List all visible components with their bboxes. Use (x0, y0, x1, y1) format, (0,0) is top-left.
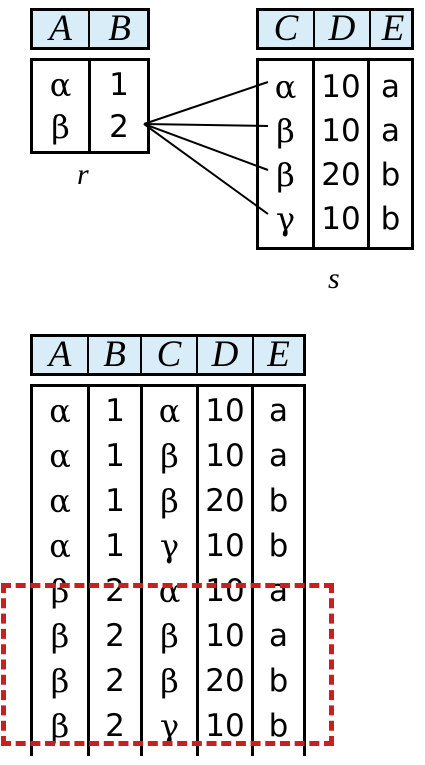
r-cell: α (49, 66, 72, 104)
s-cell: α (274, 68, 297, 106)
s-cell: 10 (321, 201, 361, 237)
product-cell: β (50, 707, 70, 745)
relation-r-header: A B (30, 8, 150, 50)
r-cell: β (51, 108, 70, 146)
product-cell: b (268, 528, 289, 564)
product-cell: a (269, 393, 288, 429)
header-B: B (89, 336, 142, 373)
header-D: D (315, 10, 371, 47)
header-E: E (381, 8, 405, 49)
product-cell: 10 (205, 708, 245, 744)
product-cell: 10 (205, 618, 245, 654)
product-cell: β (50, 617, 70, 655)
relation-r-label: r (77, 158, 89, 191)
header-A: A (33, 336, 89, 373)
r-cell: 2 (109, 109, 129, 145)
product-cell: b (268, 708, 289, 744)
product-cell: 10 (205, 573, 245, 609)
product-cell: α (49, 392, 71, 430)
product-cell: a (269, 438, 288, 474)
product-cell: 1 (105, 528, 125, 564)
product-cell: 2 (105, 618, 125, 654)
product-cell: 10 (205, 528, 245, 564)
product-cell: 10 (205, 438, 245, 474)
product-cell: γ (159, 707, 180, 745)
product-cell: b (268, 483, 289, 519)
product-cell: β (160, 617, 179, 655)
join-line (143, 81, 269, 125)
join-line (143, 123, 269, 215)
r-cell: 1 (109, 67, 129, 103)
header-C: C (142, 336, 198, 373)
header-D: D (198, 336, 254, 373)
highlight-box (1, 583, 334, 746)
s-cell: 10 (321, 69, 361, 105)
product-cell: 1 (105, 393, 125, 429)
product-cell: a (269, 618, 288, 654)
product-cell: β (50, 572, 70, 610)
product-cell: 20 (205, 663, 245, 699)
header-A: A (33, 10, 90, 47)
join-line (143, 123, 269, 171)
product-cell: 1 (105, 438, 125, 474)
join-line (143, 123, 269, 127)
product-cell: α (158, 392, 181, 430)
product-cell: γ (159, 527, 180, 565)
s-cell: a (381, 113, 400, 149)
product-cell: 2 (105, 663, 125, 699)
product-cell: 1 (105, 483, 125, 519)
s-cell: γ (275, 200, 296, 238)
product-cell: a (269, 573, 288, 609)
product-cell: 2 (105, 708, 125, 744)
header-E: E (267, 334, 290, 375)
s-cell: a (381, 69, 400, 105)
product-cell: 10 (205, 393, 245, 429)
product-cell: β (160, 437, 179, 475)
product-cell: α (49, 482, 71, 520)
relation-s-label: s (328, 262, 340, 295)
header-B: B (108, 8, 131, 49)
product-cell: β (160, 662, 179, 700)
product-cell: β (50, 662, 70, 700)
relation-r-table: α 1 β 2 (30, 58, 150, 154)
product-cell: 20 (205, 483, 245, 519)
s-cell: b (380, 157, 401, 193)
product-cell: α (49, 437, 71, 475)
product-cell: α (158, 572, 181, 610)
header-C: C (259, 10, 315, 47)
product-cell: 2 (105, 573, 125, 609)
product-header: A B C D E (30, 334, 306, 376)
s-cell: 10 (321, 113, 361, 149)
product-cell: b (268, 663, 289, 699)
relation-s-header: C D E (256, 8, 414, 50)
relation-s-table: α 10 a β 10 a β 20 b γ 10 b (256, 58, 414, 250)
s-cell: 20 (321, 157, 361, 193)
product-cell: α (49, 527, 71, 565)
s-cell: β (276, 156, 295, 194)
s-cell: b (380, 201, 401, 237)
product-cell: β (160, 482, 179, 520)
s-cell: β (276, 112, 295, 150)
